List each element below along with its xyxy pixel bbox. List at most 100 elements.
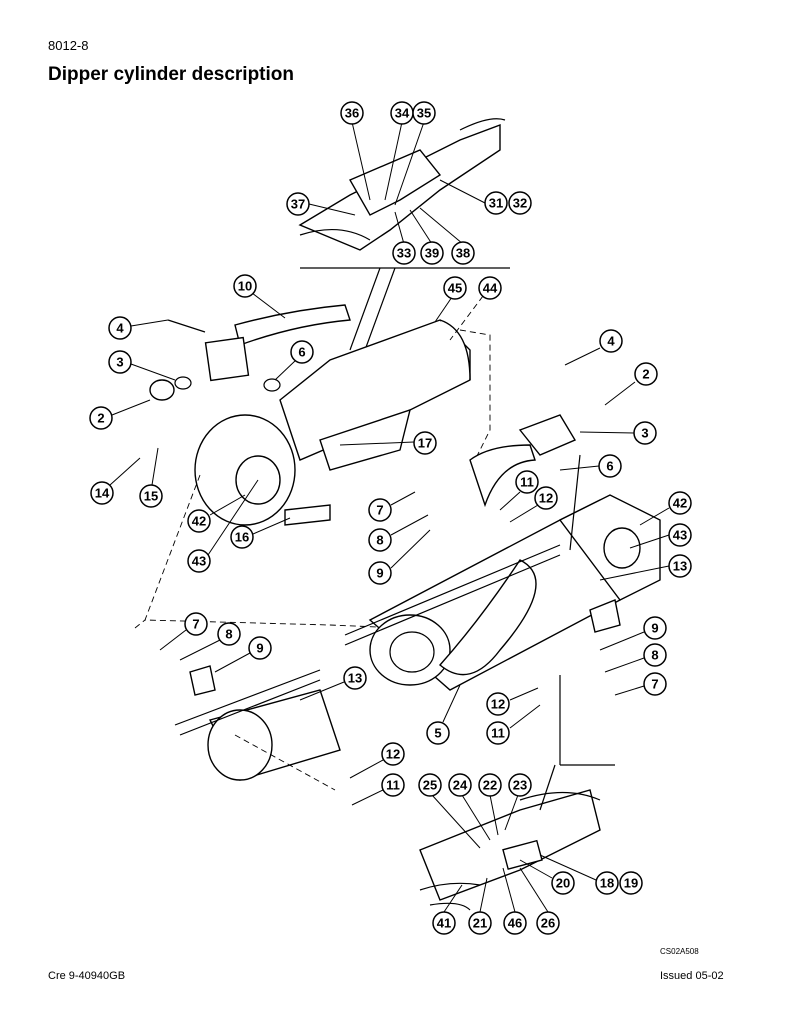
svg-text:44: 44 xyxy=(483,281,498,296)
svg-text:41: 41 xyxy=(437,916,451,931)
callout-7c: 7 xyxy=(614,672,667,696)
svg-text:26: 26 xyxy=(541,916,555,931)
issue-date: Issued 05-02 xyxy=(660,970,724,982)
svg-text:4: 4 xyxy=(116,321,124,336)
svg-text:13: 13 xyxy=(348,671,362,686)
svg-text:10: 10 xyxy=(238,279,252,294)
callout-21: 21 xyxy=(468,877,492,935)
svg-text:8: 8 xyxy=(225,627,232,642)
svg-text:9: 9 xyxy=(376,566,383,581)
callout-13b: 13 xyxy=(299,666,367,701)
svg-text:16: 16 xyxy=(235,530,249,545)
svg-text:43: 43 xyxy=(673,528,687,543)
svg-text:9: 9 xyxy=(256,641,263,656)
clamp-detail xyxy=(134,619,341,791)
callout-43b: 43 xyxy=(629,523,692,549)
svg-text:38: 38 xyxy=(456,246,470,261)
svg-text:13: 13 xyxy=(673,559,687,574)
callout-12a: 12 xyxy=(509,486,558,523)
callout-3a: 3 xyxy=(108,350,176,381)
callout-42a: 42 xyxy=(187,494,246,533)
callout-2a: 2 xyxy=(89,399,151,430)
callout-12c: 12 xyxy=(349,742,405,779)
callout-9a: 9 xyxy=(368,529,431,585)
svg-text:6: 6 xyxy=(298,345,305,360)
callout-23: 23 xyxy=(504,773,532,831)
svg-text:22: 22 xyxy=(483,778,497,793)
callout-25: 25 xyxy=(418,773,481,849)
callout-5: 5 xyxy=(426,684,461,745)
svg-text:5: 5 xyxy=(434,726,441,741)
svg-text:4: 4 xyxy=(607,334,615,349)
callout-8b: 8 xyxy=(179,622,241,661)
svg-text:8: 8 xyxy=(376,533,383,548)
svg-text:19: 19 xyxy=(624,876,638,891)
callout-6b: 6 xyxy=(559,454,622,478)
top-detail-seal-area xyxy=(298,118,510,351)
callout-11b: 11 xyxy=(486,704,541,745)
image-code: CS02A508 xyxy=(660,947,699,956)
document-code: Cre 9-40940GB xyxy=(48,970,126,982)
callout-11c: 11 xyxy=(351,773,405,806)
callout-10: 10 xyxy=(233,274,286,319)
svg-text:14: 14 xyxy=(95,486,110,501)
callout-26: 26 xyxy=(519,867,560,935)
callout-34: 34 xyxy=(384,101,414,201)
svg-text:42: 42 xyxy=(673,496,687,511)
callout-17: 17 xyxy=(339,431,437,455)
svg-text:34: 34 xyxy=(395,106,410,121)
svg-text:31: 31 xyxy=(489,196,503,211)
svg-text:12: 12 xyxy=(386,747,400,762)
svg-text:39: 39 xyxy=(425,246,439,261)
page-reference: 8012-8 xyxy=(48,38,89,53)
callout-41: 41 xyxy=(432,884,463,935)
svg-text:3: 3 xyxy=(116,355,123,370)
callout-22: 22 xyxy=(478,773,502,836)
callout-46: 46 xyxy=(502,867,527,935)
svg-text:6: 6 xyxy=(606,459,613,474)
svg-text:35: 35 xyxy=(417,106,431,121)
callout-9c: 9 xyxy=(599,616,667,651)
svg-text:21: 21 xyxy=(473,916,487,931)
callout-2b: 2 xyxy=(604,362,658,406)
svg-text:7: 7 xyxy=(651,677,658,692)
svg-text:8: 8 xyxy=(651,648,658,663)
svg-text:33: 33 xyxy=(397,246,411,261)
callout-8a: 8 xyxy=(368,514,429,552)
callout-45: 45 xyxy=(434,276,467,323)
svg-text:32: 32 xyxy=(513,196,527,211)
svg-text:45: 45 xyxy=(448,281,462,296)
callout-35: 35 xyxy=(394,101,436,206)
callout-24: 24 xyxy=(448,773,491,841)
svg-text:12: 12 xyxy=(539,491,553,506)
callout-3b: 3 xyxy=(579,421,657,445)
callout-6a: 6 xyxy=(274,340,314,381)
svg-text:3: 3 xyxy=(641,426,648,441)
svg-text:18: 18 xyxy=(600,876,614,891)
callout-7a: 7 xyxy=(368,491,416,522)
callout-37: 37 xyxy=(286,192,356,216)
callout-11a: 11 xyxy=(499,470,539,511)
callout-16: 16 xyxy=(230,517,291,549)
callout-39: 39 xyxy=(409,209,444,265)
callout-42b: 42 xyxy=(639,491,692,526)
svg-text:15: 15 xyxy=(144,489,158,504)
callout-4b: 4 xyxy=(564,329,623,366)
svg-text:7: 7 xyxy=(376,503,383,518)
svg-text:2: 2 xyxy=(97,411,104,426)
callout-32: 32 xyxy=(508,191,532,215)
callout-20: 20 xyxy=(519,859,575,895)
callout-4a: 4 xyxy=(108,316,169,340)
callout-38: 38 xyxy=(419,207,475,265)
callout-18: 18 xyxy=(539,854,619,895)
svg-text:42: 42 xyxy=(192,514,206,529)
bottom-detail-piston-area xyxy=(419,764,601,911)
svg-text:37: 37 xyxy=(291,197,305,212)
svg-text:36: 36 xyxy=(345,106,359,121)
callout-19: 19 xyxy=(619,871,643,895)
page-title: Dipper cylinder description xyxy=(48,64,294,85)
svg-text:11: 11 xyxy=(520,475,534,490)
svg-text:43: 43 xyxy=(192,554,206,569)
svg-text:9: 9 xyxy=(651,621,658,636)
